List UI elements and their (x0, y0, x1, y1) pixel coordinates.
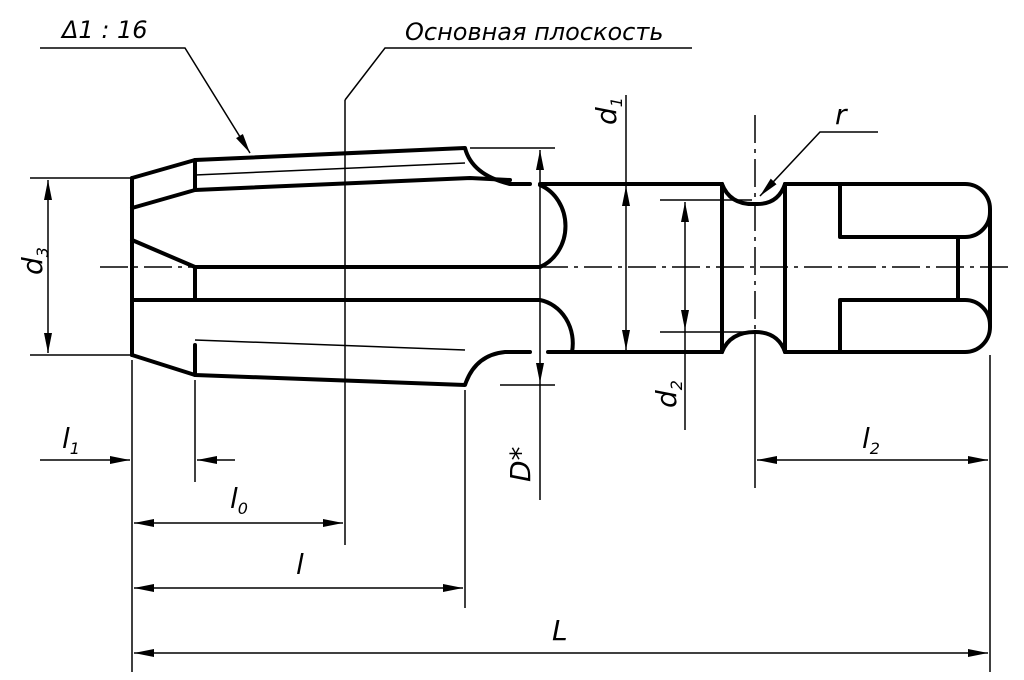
l0-label: l0 (230, 482, 248, 518)
extension-lines (30, 100, 991, 672)
radius-label: r (835, 98, 848, 131)
D-label: D* (504, 446, 537, 482)
L-label: L (552, 614, 568, 647)
taper-annotation: Δ1 : 16 (60, 16, 148, 44)
d2-label: d2 (650, 380, 686, 408)
d1-label: d1 (590, 97, 626, 125)
l1-label: l1 (62, 422, 80, 458)
leaders (40, 47, 878, 197)
d3-label: d3 (16, 247, 52, 275)
l-label: l (296, 548, 304, 581)
l2-label: l2 (862, 422, 880, 458)
base-plane-annotation: Основная плоскость (405, 18, 663, 46)
dimension-lines (40, 95, 988, 657)
